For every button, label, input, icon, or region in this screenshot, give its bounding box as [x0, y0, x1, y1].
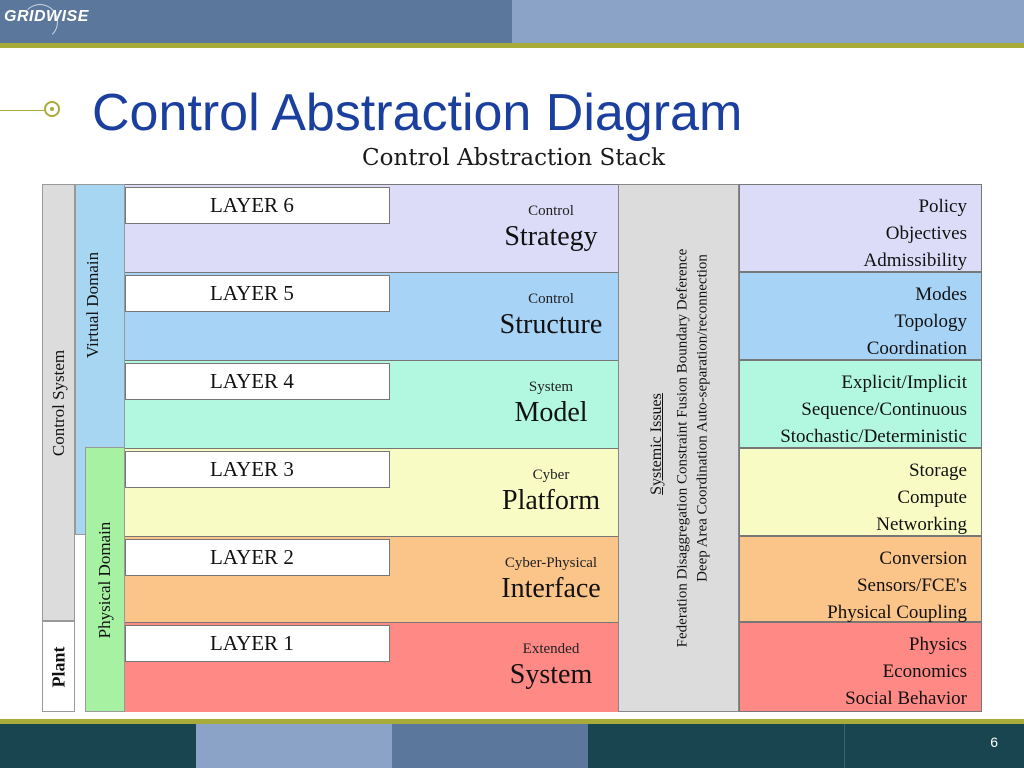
attribute-cell: Physics Economics Social Behavior: [739, 622, 982, 712]
footer-band: [588, 724, 844, 768]
attribute-list: Physics Economics Social Behavior: [845, 631, 967, 712]
layer-number: LAYER 4: [210, 369, 294, 393]
layer-number: LAYER 6: [210, 193, 294, 217]
systemic-issues-heading: Systemic Issues: [647, 393, 665, 495]
logo: GRIDWISE: [4, 8, 89, 25]
control-system-column: Control System: [42, 184, 75, 621]
physical-domain-column: Physical Domain: [85, 447, 125, 712]
attribute-item: Physical Coupling: [827, 602, 967, 623]
attribute-item: Economics: [882, 661, 967, 682]
top-rule: [0, 43, 1024, 48]
plant-label: Plant: [48, 645, 68, 688]
page-number: 6: [990, 734, 998, 750]
layer-band: LAYER 6 Control Strategy: [125, 184, 618, 272]
layer-box: LAYER 1: [125, 625, 390, 662]
slide-title: Control Abstraction Diagram: [92, 84, 743, 142]
attribute-item: Compute: [897, 487, 967, 508]
attribute-cell: Policy Objectives Admissibility: [739, 184, 982, 272]
layer-sublabel: Cyber: [532, 467, 570, 483]
layer-box: LAYER 5: [125, 275, 390, 312]
top-band-light: [512, 0, 1024, 43]
layer-sublabel: Control: [528, 291, 574, 307]
attribute-item: Objectives: [885, 223, 967, 244]
footer-band: [844, 724, 1024, 768]
attribute-item: Social Behavior: [845, 688, 967, 709]
attribute-item: Topology: [894, 311, 967, 332]
attribute-cell: Conversion Sensors/FCE's Physical Coupli…: [739, 536, 982, 623]
layer-box: LAYER 3: [125, 451, 390, 488]
layer-sublabel: Control: [528, 203, 574, 219]
control-abstraction-diagram: Control System Plant Virtual Domain Phys…: [42, 184, 982, 712]
layer-band: LAYER 3 Cyber Platform: [125, 448, 618, 536]
layer-sublabel: Extended: [522, 641, 580, 657]
systemic-issues-line2: Deep Area Coordination Auto-separation/r…: [694, 254, 710, 582]
layer-box: LAYER 2: [125, 539, 390, 576]
layer-sublabel: Cyber-Physical: [504, 555, 598, 571]
layer-band: LAYER 2 Cyber-Physical Interface: [125, 536, 618, 622]
virtual-domain-label: Virtual Domain: [83, 251, 102, 358]
attribute-cell: Explicit/Implicit Sequence/Continuous St…: [739, 360, 982, 448]
attribute-item: Stochastic/Deterministic: [780, 426, 967, 447]
attribute-list: Explicit/Implicit Sequence/Continuous St…: [780, 369, 967, 450]
attribute-list: Policy Objectives Admissibility: [864, 193, 967, 274]
logo-arc-icon: [22, 4, 58, 40]
layer-number: LAYER 3: [210, 457, 294, 481]
layer-box: LAYER 4: [125, 363, 390, 400]
physical-domain-label: Physical Domain: [95, 521, 114, 638]
plant-column: Plant: [42, 621, 75, 712]
layer-sublabel: System: [528, 379, 574, 395]
attribute-item: Modes: [915, 284, 967, 305]
layer-box: LAYER 6: [125, 187, 390, 224]
attribute-item: Admissibility: [863, 250, 967, 271]
attribute-item: Coordination: [866, 338, 967, 359]
footer-band: [196, 724, 392, 768]
attribute-item: Sensors/FCE's: [856, 575, 967, 596]
layer-name: Strategy: [504, 221, 598, 252]
layer-number: LAYER 1: [210, 631, 294, 655]
attribute-list: Conversion Sensors/FCE's Physical Coupli…: [827, 545, 967, 626]
attribute-cell: Storage Compute Networking: [739, 448, 982, 536]
attribute-item: Explicit/Implicit: [841, 372, 967, 393]
layer-band: LAYER 1 Extended System: [125, 622, 618, 712]
layer-band: LAYER 4 System Model: [125, 360, 618, 448]
layer-number: LAYER 5: [210, 281, 294, 305]
control-system-label: Control System: [48, 349, 68, 456]
title-rule: [0, 110, 44, 111]
attribute-item: Networking: [876, 514, 967, 535]
layer-number: LAYER 2: [210, 545, 294, 569]
layer-name: Structure: [499, 309, 603, 340]
attribute-list: Storage Compute Networking: [876, 457, 967, 538]
layer-name: Platform: [502, 485, 600, 516]
systemic-issues-line1: Federation Disaggregation Constraint Fus…: [674, 248, 690, 648]
attribute-item: Storage: [908, 460, 967, 481]
layer-name: System: [509, 659, 593, 690]
bullet-icon: [44, 101, 60, 117]
attribute-list: Modes Topology Coordination: [867, 281, 967, 362]
attribute-item: Conversion: [879, 548, 967, 569]
systemic-issues-column: Systemic Issues Federation Disaggregatio…: [618, 184, 739, 712]
attribute-item: Sequence/Continuous: [801, 399, 967, 420]
footer-band: [392, 724, 588, 768]
footer-band: [0, 724, 196, 768]
attribute-item: Policy: [918, 196, 967, 217]
bottom-rule: [0, 719, 1024, 724]
attribute-cell: Modes Topology Coordination: [739, 272, 982, 360]
layer-band: LAYER 5 Control Structure: [125, 272, 618, 360]
layer-name: Interface: [501, 573, 601, 604]
layer-name: Model: [514, 397, 588, 428]
diagram-title: Control Abstraction Stack: [362, 145, 666, 171]
attribute-item: Physics: [908, 634, 967, 655]
